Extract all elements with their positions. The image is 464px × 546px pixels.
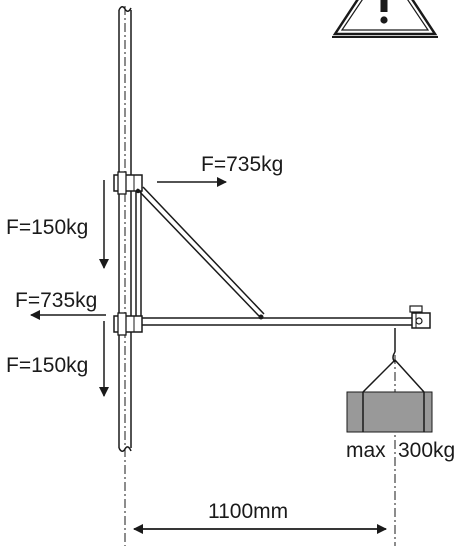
- vertical-bracket: [135, 191, 142, 316]
- upper-clamp: [113, 171, 143, 195]
- warning-triangle-icon: [332, 0, 438, 38]
- force-label-bottom-left-horizontal: F=735kg: [15, 289, 97, 312]
- span-dimension-label: 1100mm: [208, 500, 288, 523]
- diagonal-strut: [135, 186, 265, 320]
- load-sling: [362, 328, 425, 393]
- load-value-label: 300kg: [398, 439, 455, 462]
- load-weight: [346, 391, 433, 433]
- lower-clamp: [113, 312, 143, 336]
- force-label-top-right: F=735kg: [201, 153, 283, 176]
- force-label-bottom-left-vertical: F=150kg: [6, 354, 88, 377]
- force-label-top-left: F=150kg: [6, 216, 88, 239]
- horizontal-boom: [142, 305, 431, 329]
- load-max-label: max: [346, 439, 386, 462]
